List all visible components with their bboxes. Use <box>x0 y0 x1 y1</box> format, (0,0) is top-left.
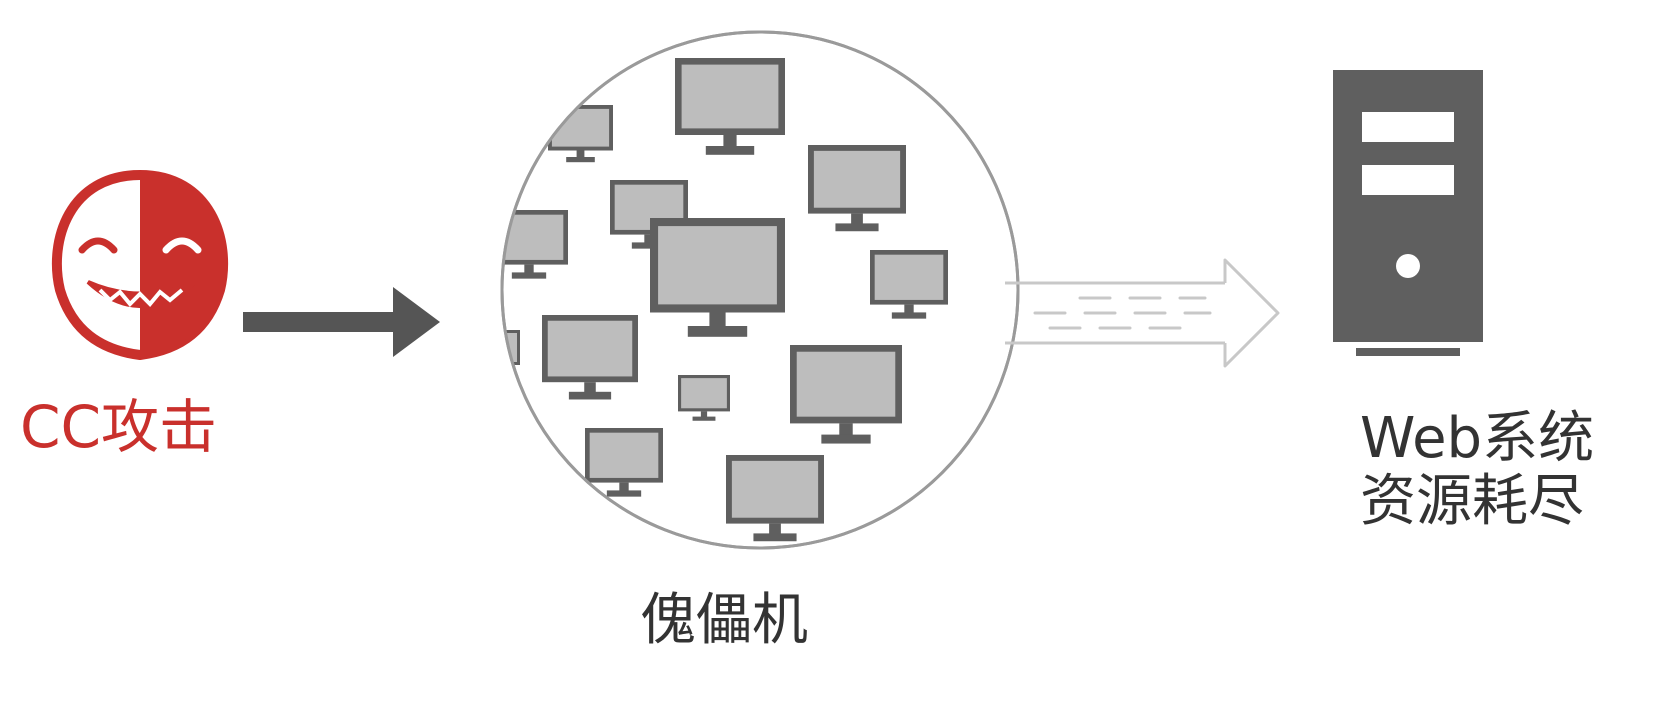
target-label-line2: 资源耗尽 <box>1360 468 1584 534</box>
target-label-line1: Web系统 <box>1360 406 1595 471</box>
botnet-label: 傀儡机 <box>640 588 808 653</box>
mask-icon <box>51 169 229 361</box>
attack-arrow <box>243 287 440 357</box>
target-label: Web系统 资源耗尽 <box>1360 406 1595 534</box>
attacker-label: CC攻击 <box>20 393 217 461</box>
server-icon <box>1333 70 1483 356</box>
traffic-arrow <box>1005 258 1280 368</box>
botnet-cluster <box>500 30 1020 550</box>
